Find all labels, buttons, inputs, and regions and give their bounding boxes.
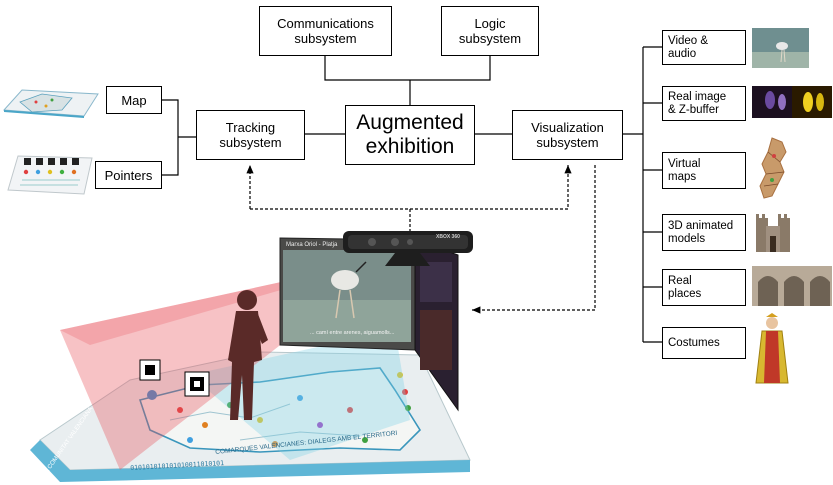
real-places-box: Real places (662, 269, 746, 306)
screen-caption: ... camí entre arenes, aiguamolls... (310, 330, 395, 336)
map-thumbnail (2, 89, 99, 118)
floor-map (30, 351, 471, 482)
tracking-subsystem-box: Tracking subsystem (196, 110, 305, 160)
real-places-thumbnail (752, 266, 832, 306)
visualization-beam (190, 330, 410, 460)
kinect-sensor (343, 231, 473, 266)
video-audio-thumbnail (752, 28, 809, 68)
3d-animated-models-thumbnail (756, 214, 790, 252)
pointers-thumbnail (7, 155, 93, 195)
dotted-arrow-visualization (250, 165, 572, 210)
top-connector (324, 55, 491, 81)
costumes-thumbnail (755, 313, 789, 384)
communications-subsystem-box: Communications subsystem (259, 6, 392, 56)
costumes-box: Costumes (662, 327, 746, 359)
virtual-maps-box: Virtual maps (662, 152, 746, 189)
visualization-subsystem-box: Visualization subsystem (512, 110, 623, 160)
video-audio-box: Video & audio (662, 30, 746, 65)
3d-animated-models-box: 3D animated models (662, 214, 746, 251)
pointers-input-box: Pointers (95, 161, 162, 189)
real-image-zbuffer-thumbnail (752, 86, 832, 118)
sensor-label: XBOX 360 (436, 234, 460, 240)
map-input-box: Map (106, 86, 162, 114)
person-visitor (228, 290, 268, 420)
logic-subsystem-box: Logic subsystem (441, 6, 539, 56)
real-image-zbuffer-box: Real image & Z-buffer (662, 86, 746, 121)
dotted-arrow-screen (472, 165, 596, 314)
augmented-exhibition-box: Augmented exhibition (345, 105, 475, 165)
screen-title: Marxa Oriol - Platja (286, 242, 338, 248)
virtual-maps-thumbnail (759, 137, 787, 199)
